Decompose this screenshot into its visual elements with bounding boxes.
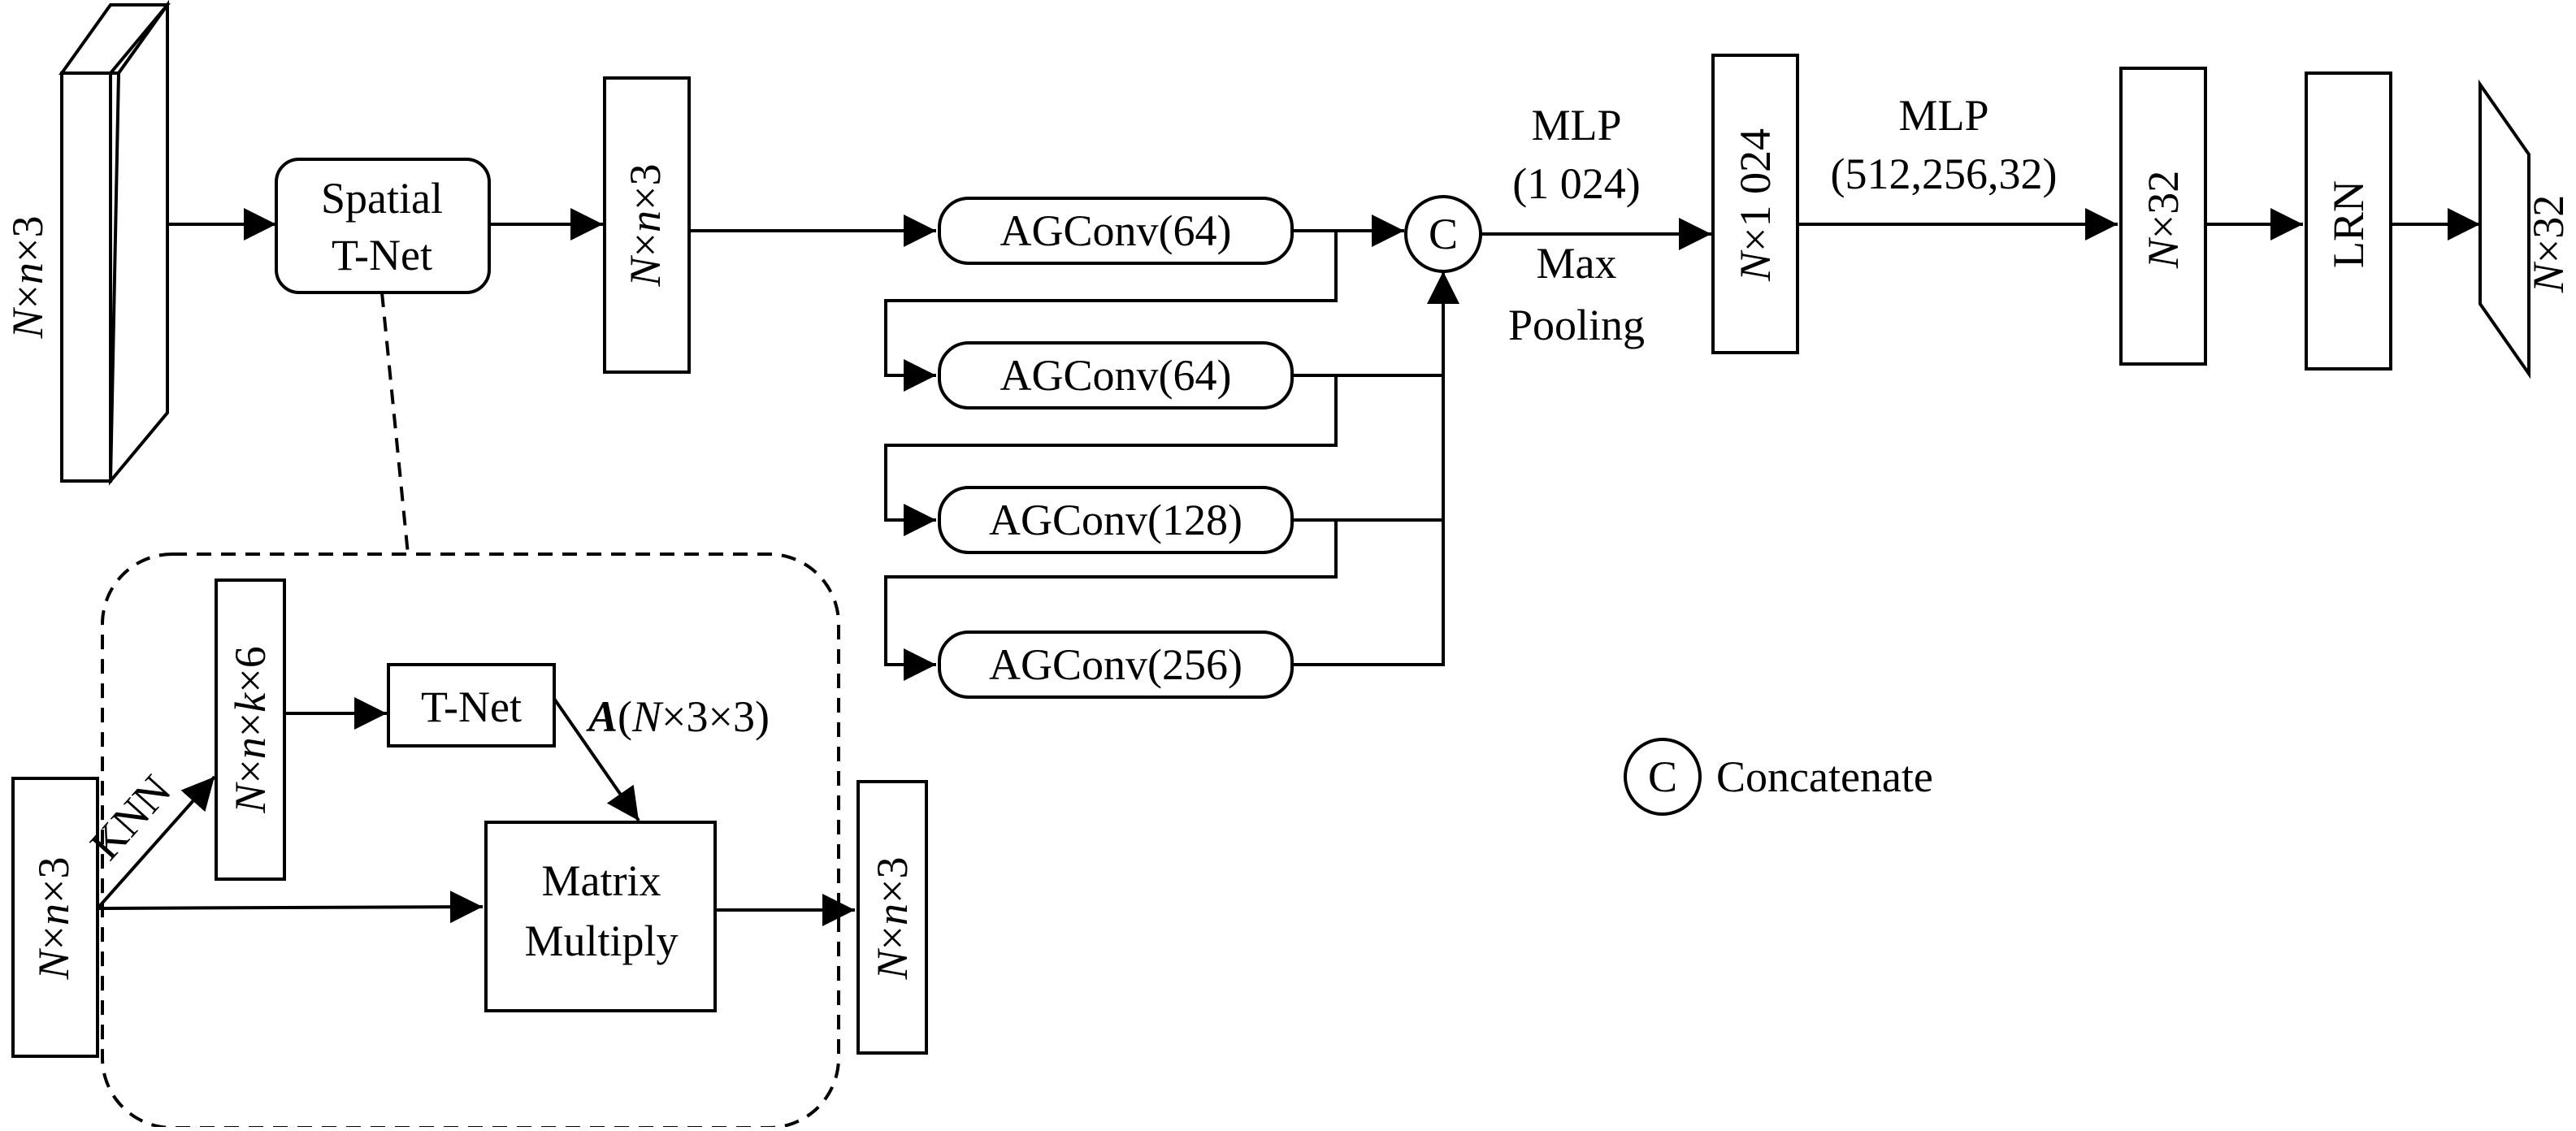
inset-input-label: N×n×3 <box>29 857 78 981</box>
matrix-multiply-line2: Multiply <box>524 916 678 965</box>
legend-concat-icon <box>1624 738 1702 816</box>
legend-concat-symbol: C <box>1648 752 1677 801</box>
matrix-multiply-line1: Matrix <box>542 856 661 905</box>
mlp1-label-line1: MLP <box>1531 101 1621 150</box>
arrow-tnet-to-multiply <box>553 697 640 822</box>
knn-feature-label: N×n×k×6 <box>226 646 275 813</box>
matrix-a-label: A(N×3×3) <box>586 692 770 741</box>
output-label: N×32 <box>2524 195 2573 294</box>
inset-output-label: N×n×3 <box>868 857 917 981</box>
mlp2-label-line2: (512,256,32) <box>1831 150 2058 198</box>
inset-tnet-box <box>387 663 556 748</box>
inset-frame <box>101 552 840 1129</box>
max-pooling-line1: Max <box>1537 239 1617 288</box>
transformed-points-box <box>603 76 691 374</box>
global-feature-box <box>1711 54 1799 354</box>
input-label: N×n×3 <box>3 216 52 340</box>
concat-symbol: C <box>1429 210 1458 258</box>
global-feature-label: N×1 024 <box>1731 128 1780 282</box>
arrow-input-to-multiply <box>97 890 484 924</box>
agconv-1: AGConv(64) <box>938 197 1294 265</box>
agconv-2-label: AGConv(64) <box>1000 351 1232 400</box>
matrix-multiply-box <box>484 821 717 1012</box>
transformed-points-label: N×n×3 <box>621 164 670 288</box>
spatial-tnet-label-line2: T-Net <box>332 231 432 280</box>
max-pooling-line2: Pooling <box>1508 301 1645 349</box>
input-block <box>59 0 171 486</box>
agconv-3-label: AGConv(128) <box>989 496 1242 544</box>
agconv-1-label: AGConv(64) <box>1000 206 1232 255</box>
spatial-tnet-label-line1: Spatial <box>321 174 443 223</box>
agconv-4: AGConv(256) <box>938 630 1294 699</box>
feature32-label: N×32 <box>2139 171 2188 270</box>
concat-inputs <box>1292 214 1459 666</box>
agconv-cascade-connectors <box>884 229 1338 681</box>
agconv-3: AGConv(128) <box>938 486 1294 554</box>
inset-output-box <box>856 780 928 1055</box>
mlp2-label-line1: MLP <box>1898 91 1988 140</box>
inset-input-box <box>11 777 99 1058</box>
mlp1-label-line2: (1 024) <box>1512 159 1640 208</box>
feature32-box <box>2119 67 2207 366</box>
agconv-4-label: AGConv(256) <box>989 640 1242 689</box>
inset-link-line <box>380 292 410 555</box>
knn-arrow <box>96 775 216 910</box>
agconv-2: AGConv(64) <box>938 341 1294 410</box>
inset-tnet-label: T-Net <box>421 682 522 731</box>
legend-concat-text: Concatenate <box>1716 752 1933 801</box>
output-block <box>2478 79 2530 379</box>
knn-feature-box <box>215 578 286 881</box>
lrn-box <box>2305 72 2392 370</box>
lrn-label: LRN <box>2324 180 2373 268</box>
